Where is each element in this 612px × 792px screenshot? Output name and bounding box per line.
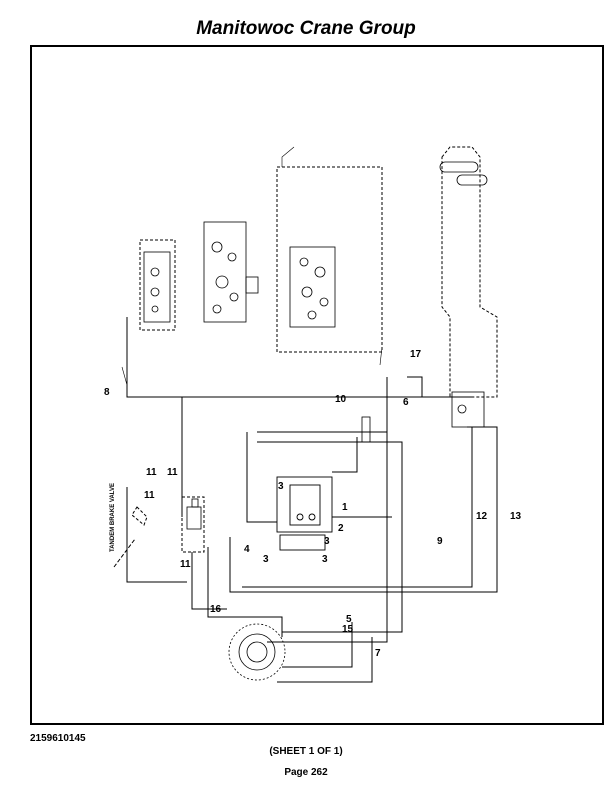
accessory-manifold-top-view — [143, 251, 171, 323]
manifold-block-10 — [361, 416, 371, 443]
accessory-manifold-top-view-outline — [139, 239, 176, 331]
callout-3c: 3 — [322, 554, 328, 565]
callout-8: 8 — [104, 387, 110, 398]
callout-9: 9 — [437, 536, 443, 547]
swing-control-valve — [276, 476, 333, 551]
line-7-lower — [277, 637, 373, 683]
callout-3a: 3 — [278, 481, 284, 492]
line-12 — [242, 427, 473, 588]
swivel-cylinder — [228, 623, 286, 681]
callout-12: 12 — [476, 511, 488, 522]
callout-10: 10 — [335, 394, 347, 405]
line-16 — [191, 552, 227, 610]
accessory-manifold-bottom-view — [289, 246, 336, 328]
callout-17: 17 — [410, 349, 422, 360]
callout-15: 15 — [342, 624, 354, 635]
callout-11a: 11 — [146, 467, 157, 478]
line-5 — [282, 622, 353, 668]
callout-7: 7 — [375, 648, 381, 659]
callout-6: 6 — [403, 397, 409, 408]
callout-11c: 11 — [144, 490, 155, 501]
callout-11b: 11 — [167, 467, 178, 478]
diagram-frame: 1 2 3 3 3 3 4 5 6 7 8 9 10 11 11 11 11 1… — [30, 45, 604, 725]
callout-16: 16 — [210, 604, 222, 615]
lines-outline-right — [441, 146, 498, 398]
line-13 — [229, 426, 498, 593]
line-7 — [282, 441, 403, 633]
line-4 — [246, 432, 277, 523]
accessory-manifold-bottom-view-outline — [276, 166, 383, 353]
callout-4: 4 — [244, 544, 250, 555]
line-2-feed — [332, 437, 358, 473]
callout-13: 13 — [510, 511, 522, 522]
callout-3d: 3 — [324, 536, 330, 547]
line-11-lower — [126, 487, 187, 583]
page-header-title: Manitowoc Crane Group — [196, 18, 416, 39]
page-number: Page 262 — [284, 767, 328, 778]
tandem-brake-valve-label: TANDEM BRAKE VALVE — [110, 483, 116, 552]
leader-a — [281, 146, 295, 167]
leader-b — [121, 366, 128, 386]
callout-11d: 11 — [180, 559, 191, 570]
callouts: 1 2 3 3 3 3 4 5 6 7 8 9 10 11 11 11 11 1… — [104, 349, 522, 659]
hydraulic-schematic: 1 2 3 3 3 3 4 5 6 7 8 9 10 11 11 11 11 1… — [104, 146, 522, 683]
tandem-brake-outline — [181, 496, 205, 553]
line-17 — [407, 376, 472, 398]
sheet-indicator: (SHEET 1 OF 1) — [269, 746, 343, 757]
vent-fitting-top — [439, 161, 488, 186]
document-number: 2159610145 — [30, 733, 86, 744]
line-8 — [126, 317, 422, 398]
leader-c — [379, 346, 383, 366]
callout-3b: 3 — [263, 554, 269, 565]
accessory-manifold-plan-view — [203, 221, 259, 323]
callout-2: 2 — [338, 523, 344, 534]
callout-5: 5 — [346, 614, 352, 625]
tandem-brake-pedal — [113, 506, 148, 568]
line-15 — [207, 547, 283, 637]
callout-1: 1 — [342, 502, 348, 513]
line-9 — [257, 431, 388, 643]
tandem-brake-valve-body — [186, 498, 202, 530]
